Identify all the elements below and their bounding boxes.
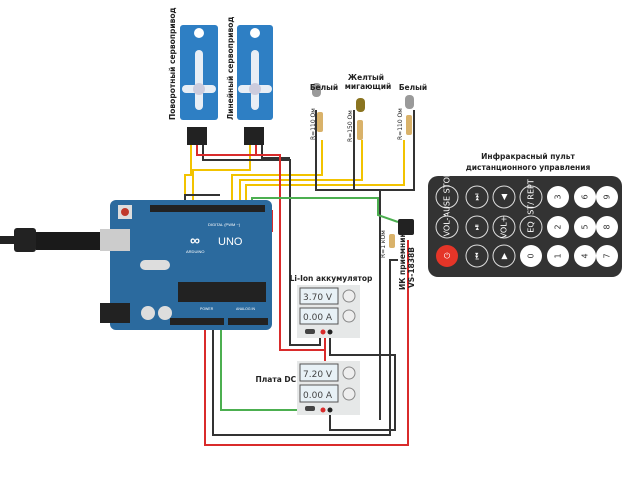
ir-receiver-model: VS-1838B (407, 247, 416, 288)
resistor-2-label: R=150 Ом (347, 110, 354, 142)
remote-button-label: 1 (554, 253, 563, 258)
remote-title-1: Инфракрасный пульт (481, 152, 575, 161)
rotary-servo-label: Поворотный сервопривод (168, 7, 177, 120)
remote-button-label: 2 (554, 224, 563, 229)
remote-button-2-0[interactable]: ⏻ (436, 245, 458, 267)
remote-button-1-1[interactable]: ⏯ (465, 215, 489, 239)
remote-button-1-3[interactable]: EQ (519, 215, 543, 239)
remote-button-0-1[interactable]: ⏭ (465, 185, 489, 209)
remote-button-0-0[interactable]: PAUSE STOP (435, 172, 459, 222)
led-white-1[interactable] (312, 83, 323, 132)
remote-button-2-5[interactable]: 4 (574, 245, 596, 267)
remote-button-1-0[interactable]: VOL- (435, 215, 459, 239)
remote-button-1-6[interactable]: 8 (596, 216, 618, 238)
remote-button-label: 5 (581, 224, 590, 229)
remote-button-label: ◀ (500, 193, 509, 200)
arduino-infinity-logo: ∞ (190, 232, 200, 248)
dcdc-label: Плата DC DC (256, 375, 311, 384)
remote-button-2-1[interactable]: ⏮ (465, 244, 489, 268)
ir-receiver[interactable] (389, 219, 414, 248)
wires (184, 110, 415, 446)
ir-resistor-label: R=1 кОм (380, 230, 387, 258)
led-yellow-label-2: мигающий (345, 82, 391, 91)
battery-current: 0.00 A (303, 313, 333, 323)
power-icon: ⏻ (444, 252, 451, 261)
linear-servo-label: Линейный сервопривод (226, 17, 235, 120)
remote-button-0-4[interactable]: 3 (547, 186, 569, 208)
led-white-2[interactable] (405, 95, 414, 135)
remote-button-label: EQ (527, 221, 536, 232)
arduino-model: UNO (218, 236, 243, 248)
remote-button-label: 7 (603, 253, 612, 258)
arduino-brand: ARDUINO (186, 249, 204, 254)
remote-button-label: ⏮ (473, 252, 482, 259)
remote-button-label: ST/ REPT (527, 179, 536, 215)
remote-button-1-4[interactable]: 2 (547, 216, 569, 238)
ir-receiver-label: ИК приемник (398, 232, 407, 290)
remote-button-1-2[interactable]: VOL+ (492, 215, 516, 239)
remote-button-label: 3 (554, 194, 563, 199)
remote-button-label: ⏯ (473, 224, 482, 230)
remote-button-label: VOL+ (500, 216, 509, 239)
remote-button-0-5[interactable]: 6 (574, 186, 596, 208)
remote-button-2-4[interactable]: 1 (547, 245, 569, 267)
remote-button-label: PAUSE STOP (443, 172, 452, 222)
led-yellow-blink[interactable] (356, 98, 365, 140)
resistor-3-label: R=110 Ом (397, 108, 404, 140)
remote-button-label: 8 (603, 224, 612, 229)
dcdc-power-supply[interactable]: 7.20 V 0.00 A (297, 361, 360, 415)
usb-cable (0, 228, 116, 252)
remote-button-2-3[interactable]: 0 (520, 245, 542, 267)
remote-button-label: 4 (581, 253, 590, 258)
remote-button-0-6[interactable]: 9 (596, 186, 618, 208)
remote-button-2-6[interactable]: 7 (596, 245, 618, 267)
linear-servo[interactable] (237, 25, 273, 145)
led-yellow-label-1: Желтый (348, 73, 384, 82)
led-white-1-label: Белый (310, 83, 338, 92)
remote-button-0-2[interactable]: ◀ (492, 185, 516, 209)
arduino-digital-label: DIGITAL (PWM ~) (208, 222, 241, 227)
remote-button-2-2[interactable]: ▶ (492, 244, 516, 268)
remote-title-2: дистанционного управления (466, 163, 591, 172)
battery-power-supply[interactable]: 3.70 V 0.00 A (297, 285, 360, 338)
dcdc-current: 0.00 A (303, 391, 333, 401)
remote-button-0-3[interactable]: ST/ REPT (519, 179, 543, 215)
arduino-uno-board[interactable]: ∞ ARDUINO UNO DIGITAL (PWM ~) POWER ANAL… (100, 200, 272, 330)
remote-button-label: 0 (527, 253, 536, 258)
arduino-analog-label: ANALOG IN (236, 307, 256, 311)
remote-button-label: ⏭ (473, 193, 482, 200)
led-white-2-label: Белый (399, 83, 427, 92)
remote-button-1-5[interactable]: 5 (574, 216, 596, 238)
battery-label: Li-Ion аккумулятор (290, 274, 373, 283)
remote-button-label: 9 (603, 194, 612, 199)
remote-button-label: VOL- (443, 217, 452, 236)
arduino-power-label: POWER (200, 307, 214, 311)
battery-voltage: 3.70 V (303, 293, 333, 303)
resistor-1-label: R=110 Ом (310, 108, 317, 140)
rotary-servo[interactable] (180, 25, 218, 145)
remote-button-label: ▶ (500, 252, 509, 259)
dcdc-voltage: 7.20 V (303, 370, 333, 380)
remote-button-label: 6 (581, 194, 590, 199)
